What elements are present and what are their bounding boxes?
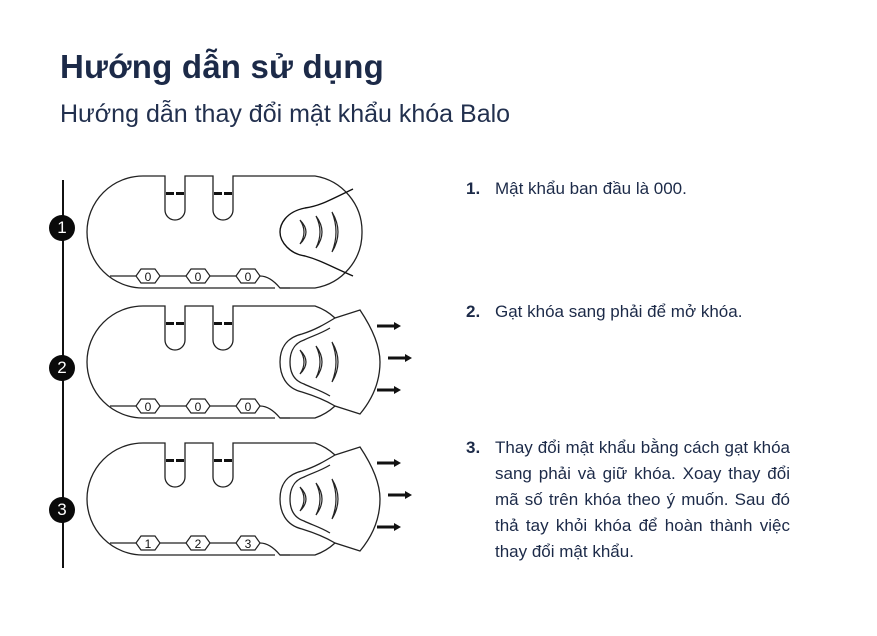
step-text: Thay đổi mật khẩu bằng cách gạt khóa san…	[495, 438, 790, 561]
dial-digit: 0	[195, 400, 202, 414]
dial-3: 0	[235, 268, 261, 284]
chevron-mark	[315, 482, 323, 516]
lock-body	[86, 305, 336, 419]
lock-illustration: 1 2 3	[86, 442, 412, 556]
dial-digit: 0	[245, 270, 252, 284]
chevron-mark	[331, 478, 339, 520]
slider	[279, 188, 354, 277]
lock-diagram-2: 0 0 0	[80, 300, 425, 431]
dial-digit: 0	[245, 400, 252, 414]
arrow-right-icon	[377, 459, 401, 467]
chevron-mark	[315, 215, 323, 249]
dial-2: 0	[185, 398, 211, 414]
arrow-right-icon	[388, 354, 412, 362]
slot-marks	[166, 459, 232, 462]
lock-body	[86, 442, 336, 556]
dial-3: 3	[235, 535, 261, 551]
step-number: 2.	[466, 302, 481, 321]
dial-2: 0	[185, 268, 211, 284]
chevron-mark	[315, 345, 323, 379]
lock-body	[86, 175, 363, 289]
dial-digit: 0	[195, 270, 202, 284]
chevron-mark	[299, 486, 307, 512]
dial-digit: 3	[245, 537, 252, 551]
dial-3: 0	[235, 398, 261, 414]
slot-marks	[166, 322, 232, 325]
step-badge-3: 3	[49, 497, 75, 523]
dial-1: 1	[135, 535, 161, 551]
chevron-mark	[299, 349, 307, 375]
step-number: 1.	[466, 179, 481, 198]
dial-2: 2	[185, 535, 211, 551]
dial-digit: 0	[145, 270, 152, 284]
lock-illustration: 0 0 0	[86, 305, 412, 419]
arrow-right-icon	[377, 523, 401, 531]
arrow-right-icon	[377, 386, 401, 394]
chevron-mark	[299, 219, 307, 245]
instruction-step-2: 2. Gạt khóa sang phải để mở khóa.	[466, 299, 790, 325]
page-subtitle: Hướng dẫn thay đổi mật khẩu khóa Balo	[60, 100, 511, 128]
dial-1: 0	[135, 268, 161, 284]
instruction-step-3: 3. Thay đổi mật khẩu bằng cách gạt khóa …	[466, 435, 790, 565]
dial-digit: 0	[145, 400, 152, 414]
slider	[279, 309, 381, 415]
arrow-right-icon	[377, 322, 401, 330]
slot-marks	[166, 192, 232, 195]
step-text: Mật khẩu ban đầu là 000.	[495, 179, 687, 198]
slider	[279, 446, 381, 552]
step-badge-2: 2	[49, 355, 75, 381]
dial-digit: 1	[145, 537, 152, 551]
dial-digit: 2	[195, 537, 202, 551]
instruction-step-1: 1. Mật khẩu ban đầu là 000.	[466, 176, 790, 202]
page-title: Hướng dẫn sử dụng	[60, 48, 384, 85]
lock-illustration: 0 0 0	[86, 175, 363, 289]
step-badge-1: 1	[49, 215, 75, 241]
step-number: 3.	[466, 438, 481, 457]
chevron-mark	[331, 211, 339, 253]
lock-diagram-3: 1 2 3	[80, 437, 425, 568]
arrow-right-icon	[388, 491, 412, 499]
lock-diagram-1: 0 0 0	[80, 170, 425, 301]
dial-1: 0	[135, 398, 161, 414]
step-text: Gạt khóa sang phải để mở khóa.	[495, 302, 743, 321]
chevron-mark	[331, 341, 339, 383]
